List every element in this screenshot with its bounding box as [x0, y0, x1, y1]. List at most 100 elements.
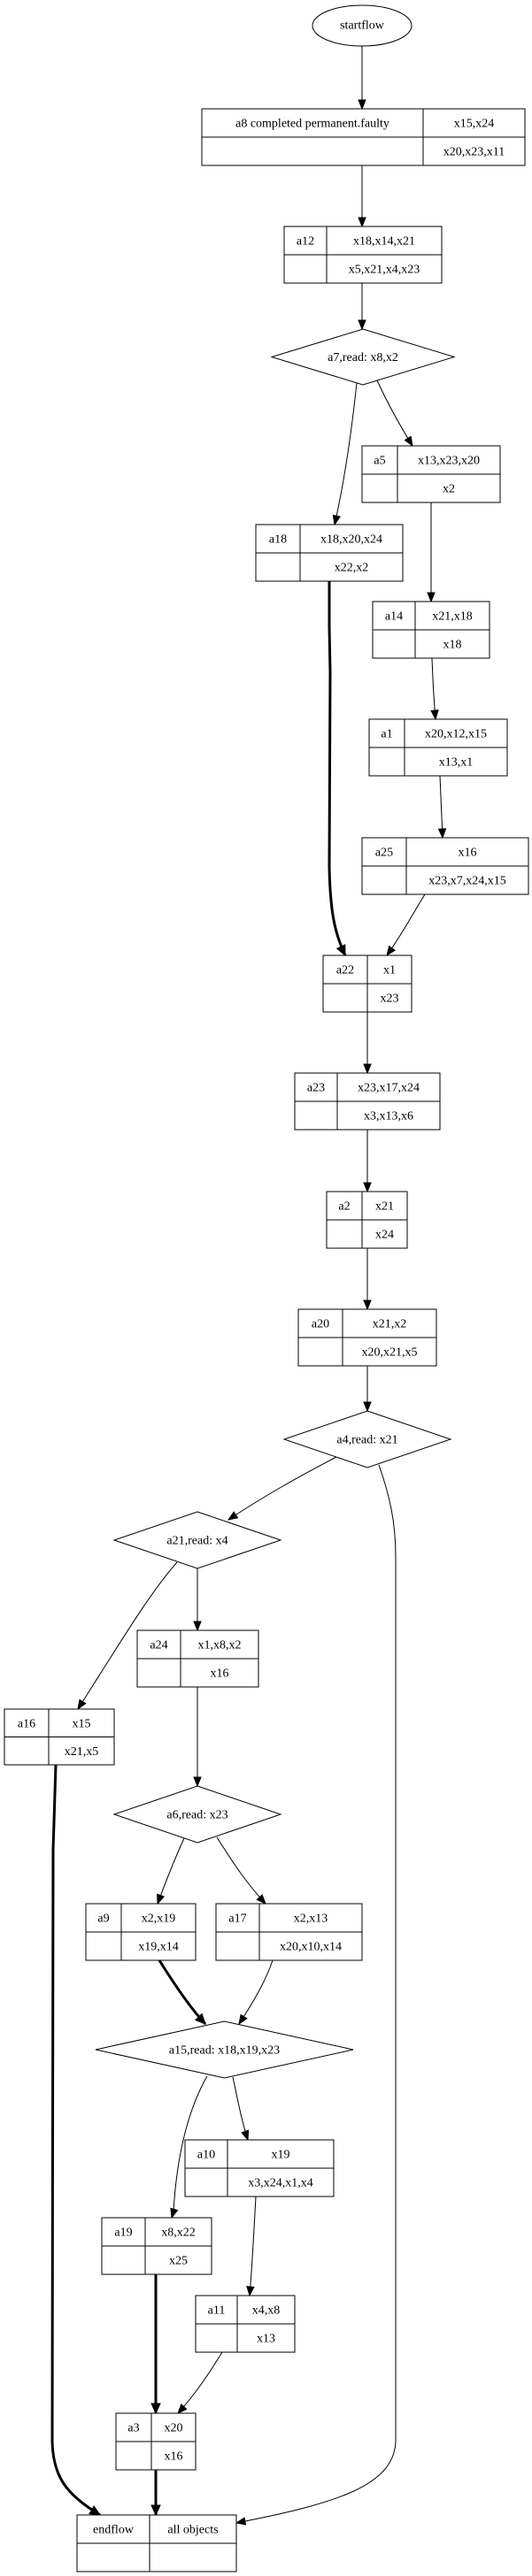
edge-a10-to-a11: [246, 2196, 257, 2297]
edge-line: [238, 1959, 274, 2025]
node-top-values: x13,x23,x20: [418, 455, 480, 468]
node-name: endflow: [93, 2524, 135, 2537]
node-top-values: x18,x14,x21: [353, 235, 415, 249]
node-a6[interactable]: a6,read: x23: [112, 1785, 282, 1844]
arrowhead-icon: [404, 435, 413, 448]
arrowhead-icon: [227, 1511, 239, 1521]
edge-a6-to-a17: [216, 1836, 266, 1905]
start-ellipse: [312, 4, 412, 47]
arrowhead-icon: [363, 1300, 372, 1311]
node-top-values: x23,x17,x24: [358, 1082, 420, 1095]
edge-a15-to-a19: [170, 2075, 208, 2220]
node-bottom-values: x20,x10,x14: [280, 1941, 342, 1954]
node-bottom-values: x5,x21,x4,x23: [349, 264, 420, 277]
node-name: a24: [150, 1639, 167, 1652]
node-a15[interactable]: a15,read: x18,x19,x23: [95, 2020, 354, 2079]
node-name: a2: [338, 1200, 350, 1214]
decision-diamond: [282, 1410, 452, 1468]
node-bottom-values: x24: [375, 1229, 394, 1242]
node-a19[interactable]: a19 x8,x22 x25: [101, 2217, 212, 2275]
node-bottom-values: x25: [169, 2255, 188, 2268]
arrowhead-icon: [193, 1621, 202, 1632]
edge-a19-to-a3: [150, 2274, 161, 2415]
node-name: a11: [208, 2304, 226, 2318]
edge-a12-to-a7: [358, 283, 366, 331]
edge-a24-to-a6: [193, 1687, 202, 1788]
arrowhead-icon: [332, 514, 341, 526]
node-a7[interactable]: a7,read: x8,x2: [270, 328, 456, 386]
node-name: a3: [127, 2422, 139, 2435]
arrowhead-icon: [363, 1401, 372, 1413]
node-bottom-values: x2: [443, 483, 455, 496]
node-top-values: x4,x8: [252, 2304, 281, 2318]
edge-a25-to-a22: [386, 893, 426, 957]
decision-label: a15,read: x18,x19,x23: [169, 2044, 280, 2058]
node-a2[interactable]: a2 x21 x24: [326, 1191, 408, 1249]
node-top-values: x1,x8,x2: [198, 1639, 242, 1652]
edge-line: [216, 1836, 266, 1905]
edge-a20-to-a4: [363, 1366, 372, 1413]
edge-line: [249, 2196, 257, 2296]
decision-label: a4,read: x21: [336, 1434, 397, 1447]
arrowhead-icon: [256, 1894, 266, 1905]
node-top-values: all objects: [167, 2524, 218, 2537]
arrowhead-icon: [358, 319, 366, 331]
node-a21[interactable]: a21,read: x4: [112, 1511, 282, 1569]
edge-line: [177, 2351, 223, 2414]
node-a4[interactable]: a4,read: x21: [282, 1410, 452, 1468]
node-top-values: x2,x13: [294, 1913, 328, 1926]
node-bottom-values: x20,x23,x11: [443, 146, 505, 159]
node-name: a18: [269, 533, 287, 547]
edge-a8-to-a12: [358, 165, 366, 228]
edge-a6-to-a9: [157, 1837, 185, 1905]
arrowhead-icon: [363, 1063, 372, 1075]
node-top-values: x21,x2: [373, 1318, 407, 1331]
arrowhead-icon: [335, 944, 346, 957]
edge-line: [232, 2076, 249, 2141]
arrowhead-icon: [246, 2286, 255, 2297]
edge-a7-to-a5: [376, 380, 413, 448]
arrowhead-icon: [150, 2504, 161, 2517]
node-startflow[interactable]: startflow: [312, 4, 412, 47]
node-top-values: x21: [375, 1200, 394, 1214]
decision-label: a7,read: x8,x2: [328, 351, 398, 364]
arrowhead-icon: [430, 709, 439, 721]
edge-a14-to-a1: [430, 657, 439, 721]
node-name: a19: [114, 2227, 132, 2240]
edge-line: [77, 1561, 178, 1710]
decision-diamond: [270, 328, 456, 386]
node-name: a8 completed permanent.faulty: [235, 118, 389, 131]
decision-label: a6,read: x23: [166, 1809, 227, 1822]
node-top-values: x18,x20,x24: [320, 533, 382, 547]
node-top-values: x8,x22: [161, 2227, 196, 2240]
arrowhead-icon: [177, 2404, 188, 2414]
node-name: a23: [307, 1082, 325, 1095]
edge-a3-to-endflow: [150, 2470, 161, 2517]
edge-a17-to-a15: [238, 1959, 274, 2026]
node-name: a14: [385, 610, 403, 624]
edge-a21-to-a16: [77, 1561, 178, 1711]
node-bottom-values: x19,x14: [138, 1941, 179, 1954]
node-endflow[interactable]: endflow all objects: [76, 2514, 237, 2572]
edge-a11-to-a3: [177, 2351, 223, 2414]
node-name: a25: [375, 847, 393, 860]
node-name: a10: [197, 2149, 215, 2162]
edge-a1-to-a25: [437, 775, 447, 840]
